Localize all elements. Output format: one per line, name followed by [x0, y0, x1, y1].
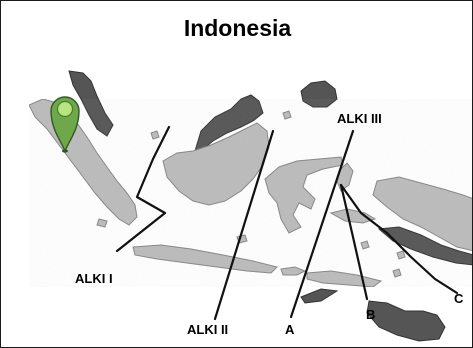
neighbor-landmasses — [68, 70, 472, 342]
map-title: Indonesia — [183, 15, 292, 41]
alki-3-branch-c-line — [339, 183, 459, 295]
alki-routes — [115, 125, 459, 321]
papua-new-guinea — [377, 226, 472, 266]
maluku-halmahera — [336, 162, 354, 192]
alki-3-branch-b-line — [339, 183, 369, 301]
timor-east — [300, 288, 339, 304]
alki-2-line — [213, 129, 275, 321]
seram-buru — [329, 208, 377, 224]
alki-3-line — [289, 129, 355, 319]
australia — [366, 300, 446, 342]
small-islands — [96, 110, 406, 278]
label-alki-2: ALKI II — [187, 322, 229, 337]
alki-1-line — [115, 125, 171, 253]
location-pin-icon[interactable] — [50, 96, 80, 153]
sumatra — [28, 98, 138, 226]
label-branch-a: A — [285, 322, 295, 337]
north-borneo — [194, 94, 264, 152]
java — [132, 244, 278, 274]
sulawesi — [264, 156, 344, 234]
label-branch-b: B — [366, 307, 376, 322]
mindanao — [300, 80, 338, 108]
bali-lombok — [280, 266, 307, 276]
papua — [372, 176, 472, 252]
label-alki-3: ALKI III — [337, 111, 382, 126]
malay-peninsula — [68, 70, 114, 137]
label-alki-1: ALKI I — [75, 271, 113, 286]
label-branch-c: C — [454, 291, 464, 306]
lesser-sunda — [306, 270, 383, 288]
